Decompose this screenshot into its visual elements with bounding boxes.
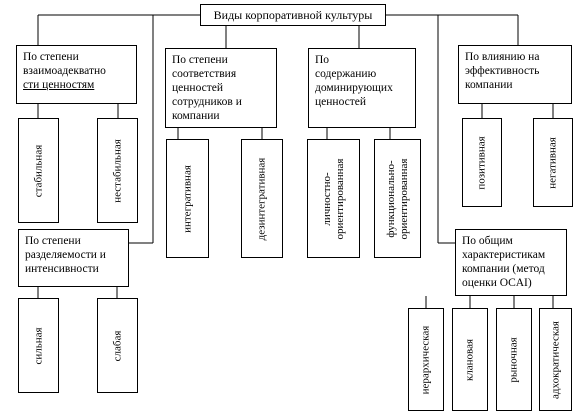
leaf-label: адхократическая (549, 320, 561, 399)
category-title-line: компании (172, 110, 220, 122)
category-title-line: соответствия (172, 68, 237, 80)
category-title-line: интенсивности (25, 263, 99, 275)
leaf-weak: слабая (97, 298, 138, 393)
leaf-positive: позитивная (462, 118, 502, 207)
leaf-label: личностно- ориентированная (320, 158, 346, 239)
category-title-line: характеристикам (462, 249, 546, 261)
category-title-line: компании (метод (462, 263, 545, 275)
leaf-label: иерархическая (419, 325, 432, 394)
leaf-hierarchical: иерархическая (408, 308, 444, 411)
category-title-line: По общим (462, 235, 513, 247)
category-title-line: ценностей (315, 96, 366, 108)
category-title-line: сотрудников и (172, 96, 242, 108)
leaf-function-oriented: функционально- ориентированная (374, 139, 421, 258)
category-title-line: По степени (23, 51, 79, 63)
category-title-line: ценностей (172, 82, 223, 94)
category-title-line: По (315, 54, 330, 66)
leaf-integrative: интегративная (166, 139, 209, 258)
leaf-label: функционально- ориентированная (384, 158, 410, 239)
category-title-line: разделяемости и (25, 249, 106, 261)
leaf-label: клановая (463, 338, 476, 381)
leaf-person-oriented: личностно- ориентированная (307, 139, 360, 258)
category-dominant-values: По содержанию доминирующих ценностей (308, 48, 416, 128)
leaf-label: сильная (32, 326, 44, 365)
leaf-strong: сильная (18, 298, 59, 393)
leaf-label: дезинтегративная (255, 157, 268, 240)
category-title-line: компании (465, 79, 513, 91)
leaf-label: позитивная (475, 135, 488, 190)
leaf-label: стабильная (32, 144, 44, 197)
leaf-label: рыночная (507, 336, 520, 383)
leaf-unstable: нестабильная (97, 118, 138, 223)
leaf-disintegrative: дезинтегративная (241, 139, 283, 258)
category-title-line: содержанию (315, 68, 377, 80)
category-title-line: По степени (25, 235, 81, 247)
category-title-line: доминирующих (315, 82, 393, 94)
category-title-line: эффективность (465, 65, 540, 77)
root-node: Виды корпоративной культуры (200, 4, 386, 26)
category-values-correspondence: По степени соответствия ценностей сотруд… (165, 48, 277, 128)
category-ocai: По общим характеристикам компании (метод… (455, 229, 567, 296)
category-title-line: По влиянию на (465, 51, 540, 63)
category-title-line: взаимоадекватно (23, 65, 106, 77)
leaf-negative: негативная (533, 118, 573, 207)
leaf-adhocratic: адхократическая (539, 308, 572, 411)
leaf-market: рыночная (496, 308, 532, 411)
category-title-line: оценки OCAI) (462, 277, 532, 289)
leaf-label: нестабильная (111, 138, 123, 203)
category-values-adequacy: По степени взаимоадекватно сти ценностям (16, 45, 137, 104)
root-label: Виды корпоративной культуры (213, 8, 373, 22)
leaf-clan: клановая (452, 308, 488, 411)
leaf-label: негативная (546, 136, 559, 189)
category-title-line: По степени (172, 54, 228, 66)
leaf-label: интегративная (181, 164, 193, 233)
leaf-label: слабая (111, 330, 123, 361)
category-title-line: сти ценностям (23, 79, 95, 91)
category-effectiveness: По влиянию на эффективность компании (458, 45, 572, 104)
category-sharing-intensity: По степени разделяемости и интенсивности (18, 229, 129, 287)
leaf-stable: стабильная (18, 118, 59, 223)
